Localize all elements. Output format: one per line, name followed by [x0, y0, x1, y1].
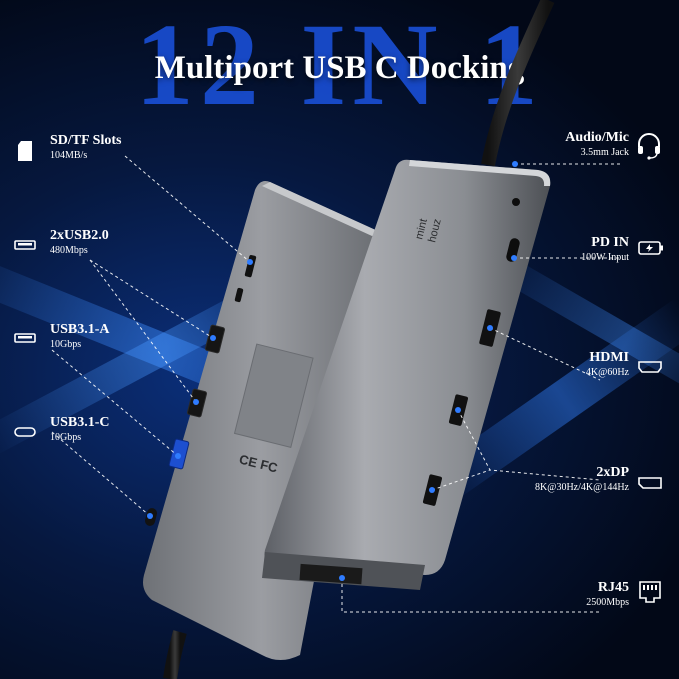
braided-cable — [481, 0, 555, 167]
hdmi-port-icon — [638, 360, 662, 378]
right-hub-body — [264, 159, 551, 575]
audio-mic-callout: Audio/Mic 3.5mm Jack — [565, 130, 629, 158]
rj45-callout: RJ45 2500Mbps — [586, 580, 629, 608]
usb-c-port-icon — [14, 424, 36, 442]
usb-a-port-icon — [14, 237, 36, 255]
page-title: Multiport USB C Docking — [154, 50, 525, 86]
tf-slot — [234, 287, 244, 303]
sd-tf-slots-callout: SD/TF Slots 104MB/s — [50, 133, 121, 161]
headset-icon — [636, 132, 662, 165]
port-name: USB3.1-A — [50, 322, 110, 337]
big-headline: 12 IN 1 — [134, 0, 545, 130]
dp-callout: 2xDP 8K@30Hz/4K@144Hz — [535, 465, 629, 493]
port-name: SD/TF Slots — [50, 133, 122, 148]
svg-text:houz: houz — [426, 218, 443, 244]
port-name: PD IN — [591, 235, 629, 250]
sd-slot — [244, 255, 257, 278]
port-name: USB3.1-C — [50, 415, 110, 430]
ethernet-port-icon — [638, 580, 662, 609]
audio-jack — [512, 198, 520, 206]
battery-charging-icon — [638, 241, 664, 260]
sd-card-icon — [16, 140, 34, 167]
usb31a-callout: USB3.1-A 10Gbps — [50, 322, 110, 350]
braided-cable — [163, 630, 187, 679]
port-spec: 480Mbps — [50, 245, 88, 256]
usb31c-callout: USB3.1-C 10Gbps — [50, 415, 110, 443]
hdmi-callout: HDMI 4K@60Hz — [586, 350, 629, 378]
usb-a-port-icon — [14, 330, 36, 348]
port-spec: 2500Mbps — [586, 597, 629, 608]
port-spec: 100W Input — [581, 252, 629, 263]
port-name: HDMI — [589, 350, 629, 365]
port-name: 2xDP — [596, 465, 629, 480]
brand-logo: mint — [413, 218, 430, 241]
usb2-callout: 2xUSB2.0 480Mbps — [50, 228, 109, 256]
displayport-icon — [638, 476, 662, 494]
port-spec: 10Gbps — [50, 339, 82, 350]
rj45-port — [299, 563, 363, 585]
pd-in-callout: PD IN 100W Input — [581, 235, 629, 263]
port-name: RJ45 — [597, 580, 629, 595]
port-spec: 8K@30Hz/4K@144Hz — [535, 482, 629, 493]
port-spec: 3.5mm Jack — [580, 147, 629, 158]
port-spec: 4K@60Hz — [585, 367, 629, 378]
pd-in-port — [506, 238, 520, 262]
port-spec: 104MB/s — [50, 150, 88, 161]
port-name: Audio/Mic — [565, 130, 629, 145]
port-name: 2xUSB2.0 — [50, 228, 109, 243]
port-spec: 10Gbps — [50, 432, 82, 443]
